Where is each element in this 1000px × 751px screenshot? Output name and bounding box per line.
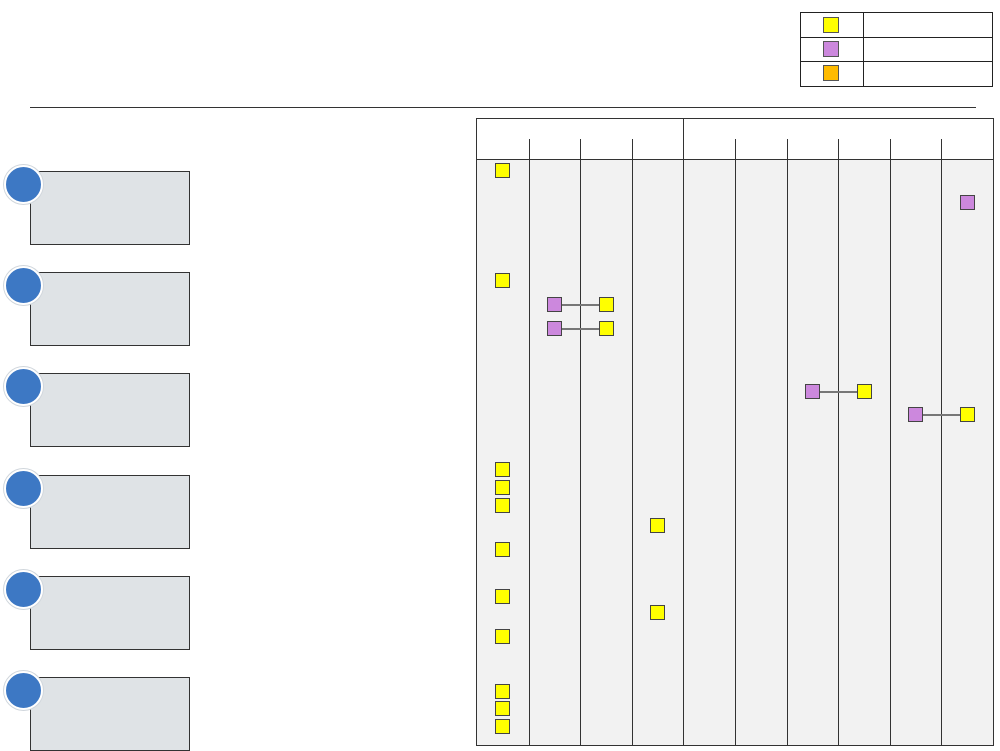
timeline-marker-yellow — [495, 498, 511, 513]
legend-swatch — [823, 41, 839, 57]
timeline-column-divider — [683, 119, 684, 745]
legend — [800, 12, 993, 87]
legend-swatch — [823, 65, 839, 81]
step-number-circle — [4, 165, 43, 204]
timeline-marker-yellow — [495, 542, 511, 557]
timeline-marker-purple — [546, 297, 562, 312]
timeline-marker-purple — [908, 407, 924, 422]
timeline-marker-yellow — [495, 273, 511, 288]
timeline-marker-yellow — [598, 297, 614, 312]
step-number-circle — [4, 671, 43, 710]
timeline-marker-purple — [959, 195, 975, 210]
timeline-column-divider — [632, 139, 633, 745]
step-number-circle — [4, 367, 43, 406]
step-box — [30, 373, 190, 447]
step-box — [30, 171, 190, 245]
timeline-connector — [915, 413, 968, 416]
step-number-circle — [4, 570, 43, 609]
step-box — [30, 576, 190, 650]
timeline-column-header — [580, 139, 632, 160]
timeline-column-divider — [890, 139, 891, 745]
header-divider — [30, 107, 976, 108]
timeline-marker-yellow — [495, 629, 511, 644]
legend-row — [801, 13, 992, 38]
legend-swatch-cell — [801, 13, 864, 37]
step-box — [30, 475, 190, 549]
timeline-column-header — [477, 139, 529, 160]
timeline-connector — [554, 327, 606, 330]
timeline-marker-yellow — [856, 384, 872, 399]
timeline-marker-yellow — [650, 605, 666, 620]
timeline-column-header — [786, 139, 839, 160]
timeline-marker-yellow — [959, 407, 975, 422]
timeline-group-header — [477, 119, 684, 140]
timeline-marker-yellow — [495, 701, 511, 716]
timeline-marker-yellow — [650, 518, 666, 533]
timeline-connector — [554, 303, 606, 306]
timeline-marker-yellow — [495, 589, 511, 604]
legend-swatch — [823, 17, 839, 33]
timeline-grid — [476, 118, 994, 746]
timeline-marker-yellow — [495, 719, 511, 734]
timeline-group-header — [683, 119, 993, 140]
timeline-column-header — [838, 139, 890, 160]
timeline-column-header — [941, 139, 993, 160]
timeline-marker-yellow — [598, 321, 614, 336]
step-number-circle — [4, 266, 43, 305]
timeline-column-header — [528, 139, 581, 160]
timeline-column-divider — [838, 139, 839, 745]
timeline-column-divider — [735, 139, 736, 745]
legend-swatch-cell — [801, 37, 864, 61]
timeline-marker-yellow — [495, 480, 511, 495]
timeline-marker-purple — [804, 384, 820, 399]
step-number-circle — [4, 469, 43, 508]
legend-swatch-cell — [801, 61, 864, 86]
timeline-column-header — [683, 139, 735, 160]
timeline-column-divider — [941, 139, 942, 745]
timeline-connector — [812, 390, 864, 393]
timeline-marker-yellow — [495, 684, 511, 699]
timeline-column-header — [889, 139, 942, 160]
timeline-marker-yellow — [495, 163, 511, 178]
timeline-column-divider — [787, 139, 788, 745]
timeline-marker-purple — [546, 321, 562, 336]
timeline-column-header — [735, 139, 787, 160]
legend-row — [801, 61, 992, 86]
step-box — [30, 677, 190, 751]
timeline-column-header — [631, 139, 684, 160]
legend-row — [801, 37, 992, 62]
timeline-column-divider — [580, 139, 581, 745]
timeline-marker-yellow — [495, 462, 511, 477]
timeline-column-divider — [529, 139, 530, 745]
step-box — [30, 272, 190, 346]
